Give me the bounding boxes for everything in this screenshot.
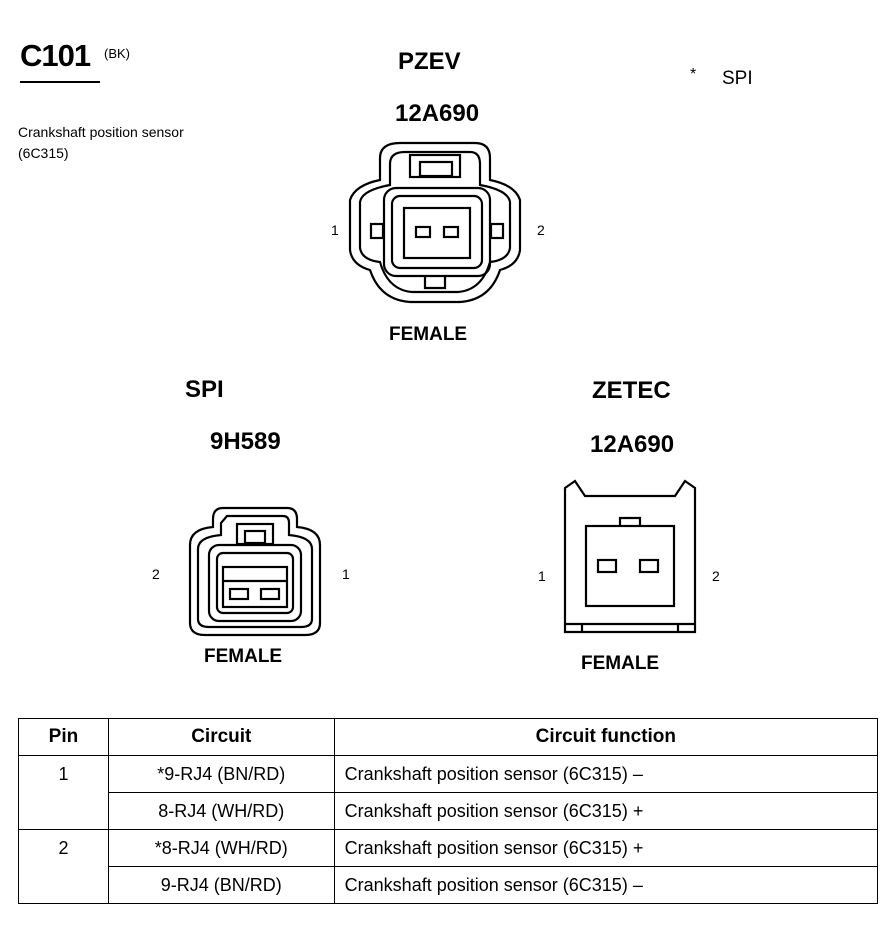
zetec-part-number: 12A690 xyxy=(590,431,675,458)
connector-color: (BK) xyxy=(104,46,130,61)
spi-heading: SPI xyxy=(185,376,224,403)
circuit-cell: *8-RJ4 (WH/RD) xyxy=(107,829,335,867)
circuit-cell: 9-RJ4 (BN/RD) xyxy=(107,866,335,904)
pzev-part-number: 12A690 xyxy=(395,100,480,127)
table-row: 8-RJ4 (WH/RD) Crankshaft position sensor… xyxy=(19,792,879,830)
pzev-heading: PZEV xyxy=(398,48,461,75)
pzev-pin-right-label: 2 xyxy=(537,222,545,238)
connector-id: C101 xyxy=(20,38,91,73)
zetec-heading: ZETEC xyxy=(592,377,671,404)
spi-pin-right-label: 1 xyxy=(342,566,350,582)
pin-cell: 2 xyxy=(18,829,109,904)
spi-part-number: 9H589 xyxy=(210,428,281,455)
zetec-pin-right-label: 2 xyxy=(712,568,720,584)
table-row: 1 *9-RJ4 (BN/RD) Crankshaft position sen… xyxy=(18,755,879,830)
function-cell: Crankshaft position sensor (6C315) + xyxy=(333,792,879,830)
table-row: 2 *8-RJ4 (WH/RD) Crankshaft position sen… xyxy=(18,829,879,904)
pin-table: Pin Circuit Circuit function 1 *9-RJ4 (B… xyxy=(18,718,879,904)
pzev-pin-left-label: 1 xyxy=(331,222,339,238)
header-circuit-function: Circuit function xyxy=(333,718,879,756)
header-pin: Pin xyxy=(18,718,109,756)
pin-cell: 1 xyxy=(18,755,109,830)
zetec-gender: FEMALE xyxy=(581,653,660,674)
spi-connector-drawing xyxy=(188,506,322,637)
function-cell: Crankshaft position sensor (6C315) + xyxy=(333,829,879,867)
circuit-cell: *9-RJ4 (BN/RD) xyxy=(107,755,335,793)
table-row: 9-RJ4 (BN/RD) Crankshaft position sensor… xyxy=(19,866,879,904)
spi-gender: FEMALE xyxy=(204,646,283,667)
footnote-marker: * xyxy=(690,66,697,83)
zetec-pin-left-label: 1 xyxy=(538,568,546,584)
connector-description: Crankshaft position sensor (6C315) xyxy=(18,124,184,161)
circuit-cell: 8-RJ4 (WH/RD) xyxy=(107,792,335,830)
header-circuit: Circuit xyxy=(107,718,335,756)
pzev-gender: FEMALE xyxy=(389,324,468,345)
pzev-connector-drawing xyxy=(348,141,522,304)
connector-id-underline xyxy=(20,81,100,83)
footnote-text: SPI xyxy=(722,68,753,89)
function-cell: Crankshaft position sensor (6C315) – xyxy=(333,866,879,904)
zetec-connector-drawing xyxy=(563,479,697,634)
table-header-row: Pin Circuit Circuit function xyxy=(18,718,879,756)
spi-pin-left-label: 2 xyxy=(152,566,160,582)
function-cell: Crankshaft position sensor (6C315) – xyxy=(333,755,879,793)
